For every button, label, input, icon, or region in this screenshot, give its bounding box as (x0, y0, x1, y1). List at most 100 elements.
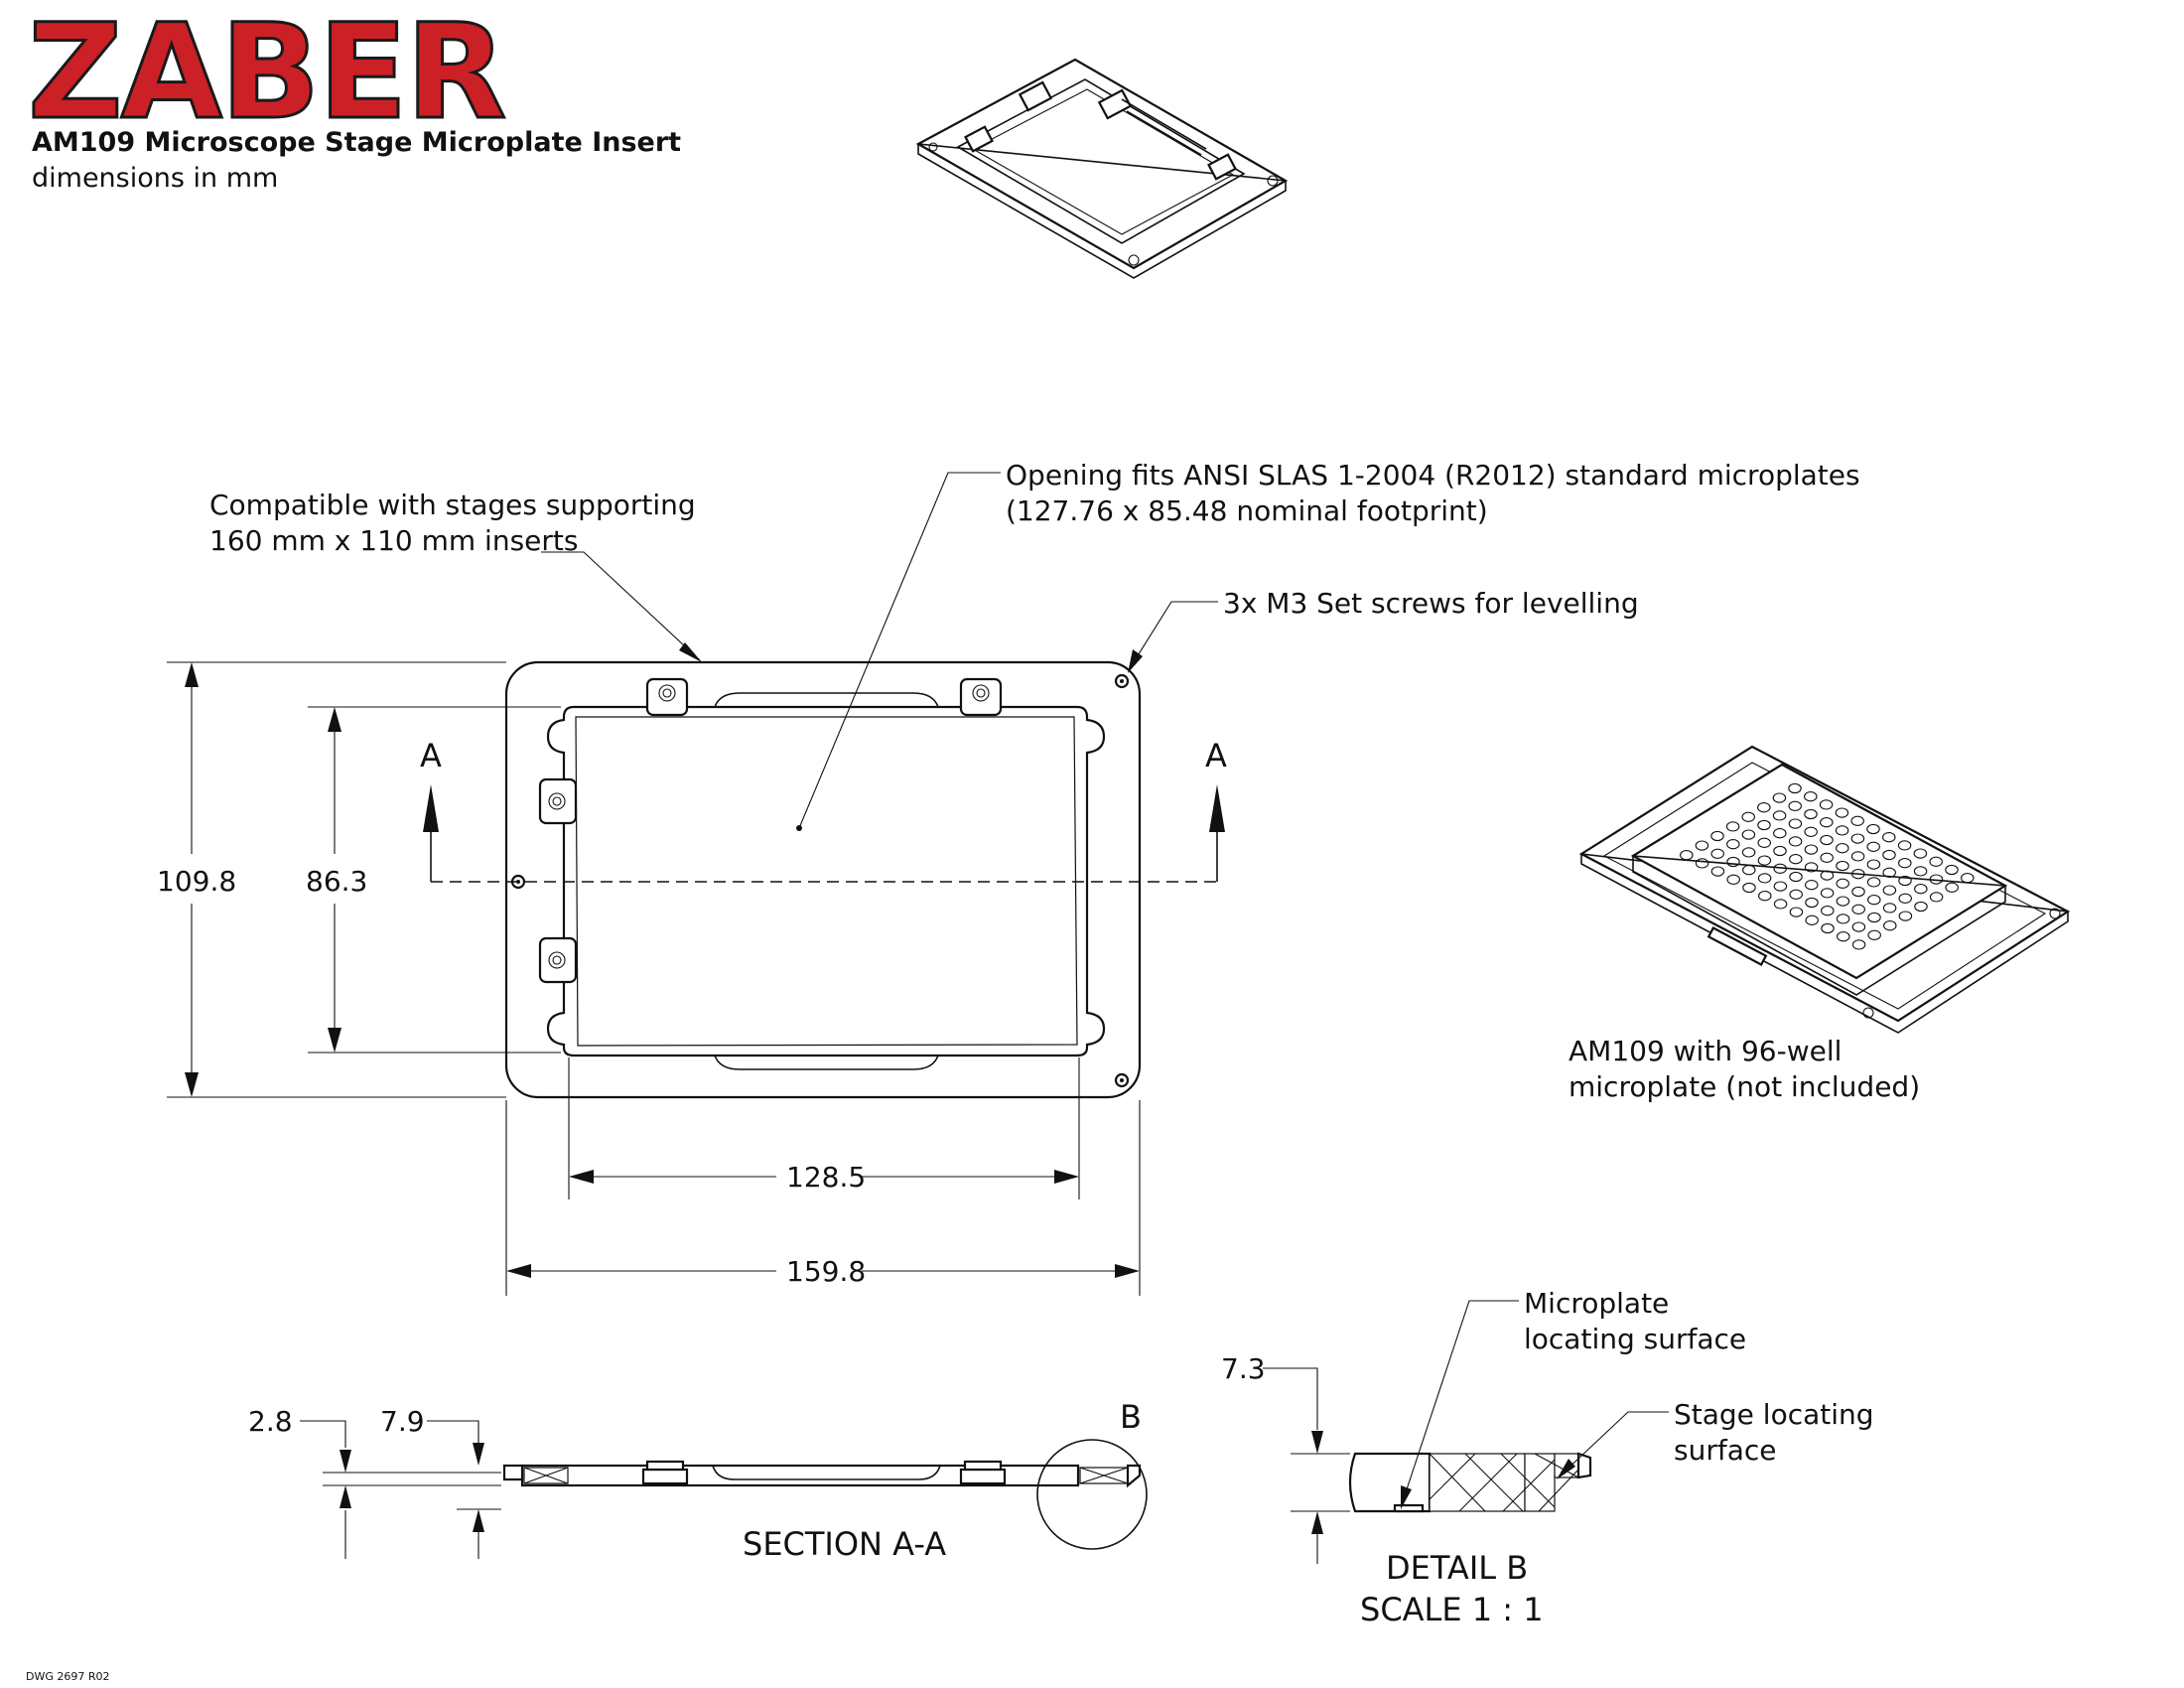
dimension-outer-width-value: 159.8 (786, 1255, 866, 1288)
microplate-well (1867, 912, 1881, 923)
microplate-well (1851, 886, 1865, 898)
microplate-well (1866, 859, 1881, 870)
microplate-well (1788, 818, 1803, 829)
dimension-outer-height-value: 109.8 (157, 865, 236, 898)
microplate-well (1804, 844, 1819, 855)
microplate-well (1820, 817, 1834, 828)
microplate-well (1898, 893, 1912, 904)
callout-compatible-stages: Compatible with stages supporting 160 mm… (209, 489, 702, 662)
microplate-well (1866, 823, 1880, 835)
microplate-well (1742, 882, 1756, 894)
microplate-well (1914, 901, 1928, 913)
dimension-detail-height: 7.3 (1221, 1352, 1350, 1564)
microplate-well (1772, 810, 1787, 821)
microplate-well (1757, 819, 1771, 831)
microplate-well (1929, 874, 1944, 885)
microplate-wells (1680, 782, 1975, 950)
microplate-well (1805, 897, 1819, 909)
microplate-well (1897, 840, 1912, 851)
microplate-well (1804, 862, 1819, 873)
microplate-well (1850, 851, 1865, 862)
microplate-well (1742, 865, 1756, 876)
microplate-well (1929, 856, 1943, 867)
microplate-well (1805, 880, 1819, 891)
microplate-well (1757, 802, 1771, 813)
section-line-a-a: A A (420, 737, 1227, 883)
callout-set-screws: 3x M3 Set screws for levelling (1128, 587, 1639, 673)
microplate-well (1898, 875, 1912, 887)
detail-scale: SCALE 1 : 1 (1360, 1591, 1544, 1628)
microplate-well (1773, 828, 1787, 839)
microplate-well (1773, 845, 1787, 857)
detail-view-b (1348, 1452, 1592, 1513)
callout-microplate-surface: Microplate locating surface (1401, 1287, 1746, 1509)
microplate-well (1757, 855, 1772, 866)
microplate-well (1836, 860, 1849, 872)
callout-microplate-line1: Microplate (1524, 1287, 1669, 1320)
callout-stage-surface: Stage locating surface (1557, 1398, 1874, 1479)
microplate-well (1883, 920, 1897, 931)
dimension-detail-height-value: 7.3 (1221, 1352, 1266, 1385)
callout-set-screws-text: 3x M3 Set screws for levelling (1223, 587, 1639, 620)
microplate-well (1788, 800, 1802, 811)
microplate-well (1835, 825, 1849, 836)
microplate-well (1914, 884, 1928, 895)
section-marker-left: A (420, 737, 442, 774)
microplate-well (1789, 854, 1803, 865)
microplate-well (1788, 782, 1802, 794)
units-note: dimensions in mm (32, 163, 278, 194)
callout-opening-line2: (127.76 x 85.48 nominal footprint) (1006, 494, 1488, 527)
microplate-well (1710, 848, 1724, 859)
drawing-number: DWG 2697 R02 (26, 1670, 110, 1683)
microplate-well (1805, 914, 1819, 925)
microplate-well (1789, 907, 1804, 917)
microplate-well (1772, 792, 1787, 803)
microplate-well (1710, 830, 1724, 842)
microplate-well (1836, 878, 1849, 889)
microplate-well (1757, 837, 1771, 848)
section-marker-right: A (1205, 737, 1227, 774)
microplate-well (1710, 866, 1725, 877)
microplate-well (1851, 904, 1865, 914)
dimension-inner-width-value: 128.5 (786, 1161, 866, 1194)
microplate-well (1821, 922, 1835, 934)
product-title: AM109 Microscope Stage Microplate Insert (32, 127, 681, 158)
callout-compatible-line1: Compatible with stages supporting (209, 489, 696, 521)
microplate-well (1882, 867, 1896, 878)
microplate-well (1789, 871, 1803, 883)
microplate-well (1820, 888, 1835, 899)
microplate-well (1961, 873, 1975, 884)
dimension-outer-width: 159.8 (505, 1100, 1141, 1296)
microplate-well (1804, 826, 1818, 837)
microplate-well (1866, 877, 1881, 888)
isometric-view-insert (915, 58, 1289, 279)
microplate-well (1836, 914, 1850, 924)
microplate-well (1741, 829, 1756, 840)
microplate-well (1945, 864, 1959, 876)
microplate-well (1850, 833, 1865, 844)
microplate-well (1898, 858, 1912, 869)
microplate-well (1820, 870, 1835, 881)
plan-view-insert (504, 660, 1142, 1099)
microplate-well (1695, 840, 1709, 851)
microplate-well (1898, 911, 1913, 921)
microplate-well (1850, 815, 1864, 826)
microplate-well (1725, 821, 1740, 832)
dimension-inner-height-value: 86.3 (306, 865, 367, 898)
microplate-well (1773, 863, 1787, 874)
microplate-well (1821, 906, 1835, 916)
microplate-well (1726, 874, 1740, 885)
section-title: SECTION A-A (743, 1525, 946, 1563)
microplate-well (1773, 899, 1788, 910)
dimension-inner-height: 86.3 (306, 706, 561, 1054)
callout-compatible-line2: 160 mm x 110 mm inserts (209, 524, 578, 557)
microplate-well (1882, 832, 1896, 843)
microplate-well (1851, 921, 1866, 932)
microplate-well (1835, 807, 1849, 818)
microplate-well (1882, 849, 1896, 861)
microplate-well (1836, 896, 1850, 907)
microplate-well (1726, 839, 1740, 850)
microplate-well (1741, 847, 1756, 858)
dimension-thickness-value: 2.8 (248, 1405, 293, 1438)
